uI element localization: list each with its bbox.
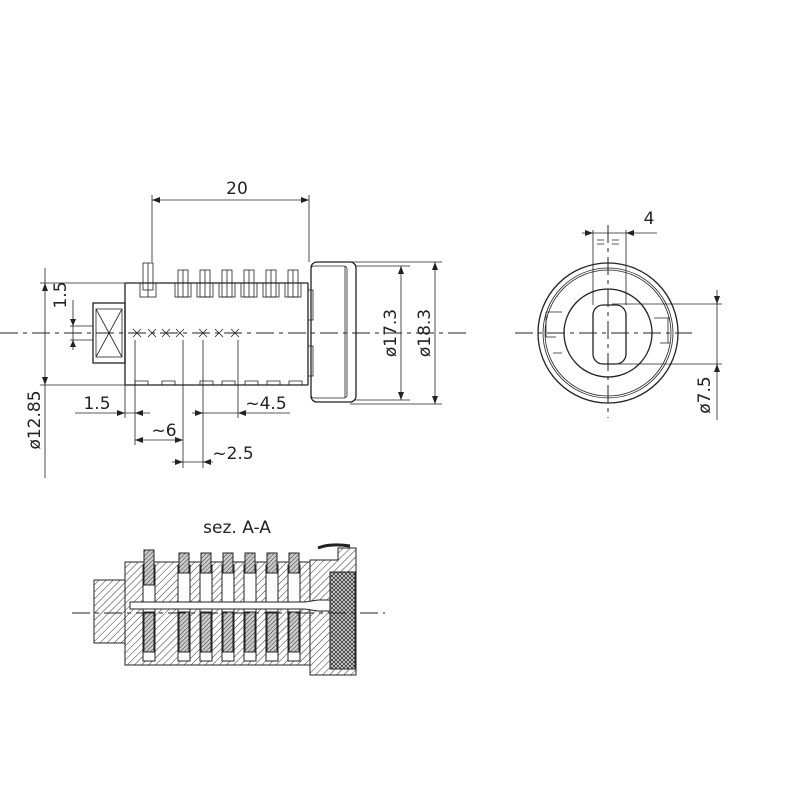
dimension-slot-4: 4	[582, 209, 657, 305]
pin-mark	[175, 328, 185, 338]
dim-slot-width-label: 4	[644, 209, 655, 229]
dimension-offset-1-5: 1.5	[75, 340, 150, 445]
pin-mark	[147, 328, 157, 338]
dim-key-height-label: 1.5	[51, 281, 71, 308]
dimension-dia-12-85: ø12.85	[25, 268, 125, 478]
dim-slot-dia-label: ø7.5	[695, 376, 715, 413]
dim-dia-outer-label: ø18.3	[415, 309, 435, 357]
dimension-20: 20	[151, 179, 310, 262]
tumbler-pin	[196, 269, 214, 298]
key-slot	[592, 304, 627, 365]
dim-dia-body-label: ø12.85	[25, 390, 45, 449]
tumbler-pins	[139, 262, 302, 298]
dim-pitch-group-label: ~6	[151, 421, 176, 441]
tumbler-pin	[240, 269, 258, 298]
pin-mark	[230, 328, 240, 338]
dim-length-label: 20	[226, 179, 248, 199]
core-rod	[129, 599, 331, 612]
dimension-key-1-5: 1.5	[51, 281, 93, 350]
pin-mark	[198, 328, 208, 338]
dimension-gap-2-5: ~2.5	[172, 340, 254, 468]
dimension-pitch-6: ~6	[135, 340, 184, 468]
tumbler-pin	[284, 269, 302, 298]
pin-position-marks	[132, 328, 240, 338]
section-tumbler	[221, 552, 235, 662]
section-title: sez. A-A	[203, 518, 271, 538]
pin-mark	[161, 328, 171, 338]
dim-first-offset-label: 1.5	[83, 394, 110, 414]
section-body	[124, 561, 316, 666]
tumbler-pin	[218, 269, 236, 298]
dim-gap-label: ~2.5	[212, 444, 253, 464]
dimension-slot-dia: ø7.5	[612, 290, 722, 420]
dimension-dia-17-3: ø17.3	[355, 265, 410, 401]
front-view: 4 ø7.5	[515, 209, 722, 420]
side-view: 20 ø17.3 ø18.3 ø12.85 1.5 1.5	[0, 179, 470, 478]
key-end	[93, 579, 129, 644]
front-cap	[308, 261, 357, 403]
tumbler-pin	[139, 262, 157, 298]
cap-insert	[329, 571, 356, 670]
pin-mark	[214, 328, 224, 338]
dimension-pitch-4-5: ~4.5	[192, 340, 290, 418]
section-a-a: sez. A-A	[72, 518, 385, 676]
pin-mark	[132, 328, 142, 338]
dim-pitch-rear-label: ~4.5	[245, 394, 286, 414]
dim-dia-inner-label: ø17.3	[381, 309, 401, 357]
dimension-dia-18-3: ø18.3	[350, 261, 442, 405]
key-tip	[92, 302, 126, 364]
tumbler-pin	[174, 269, 192, 298]
tumbler-pin	[262, 269, 280, 298]
